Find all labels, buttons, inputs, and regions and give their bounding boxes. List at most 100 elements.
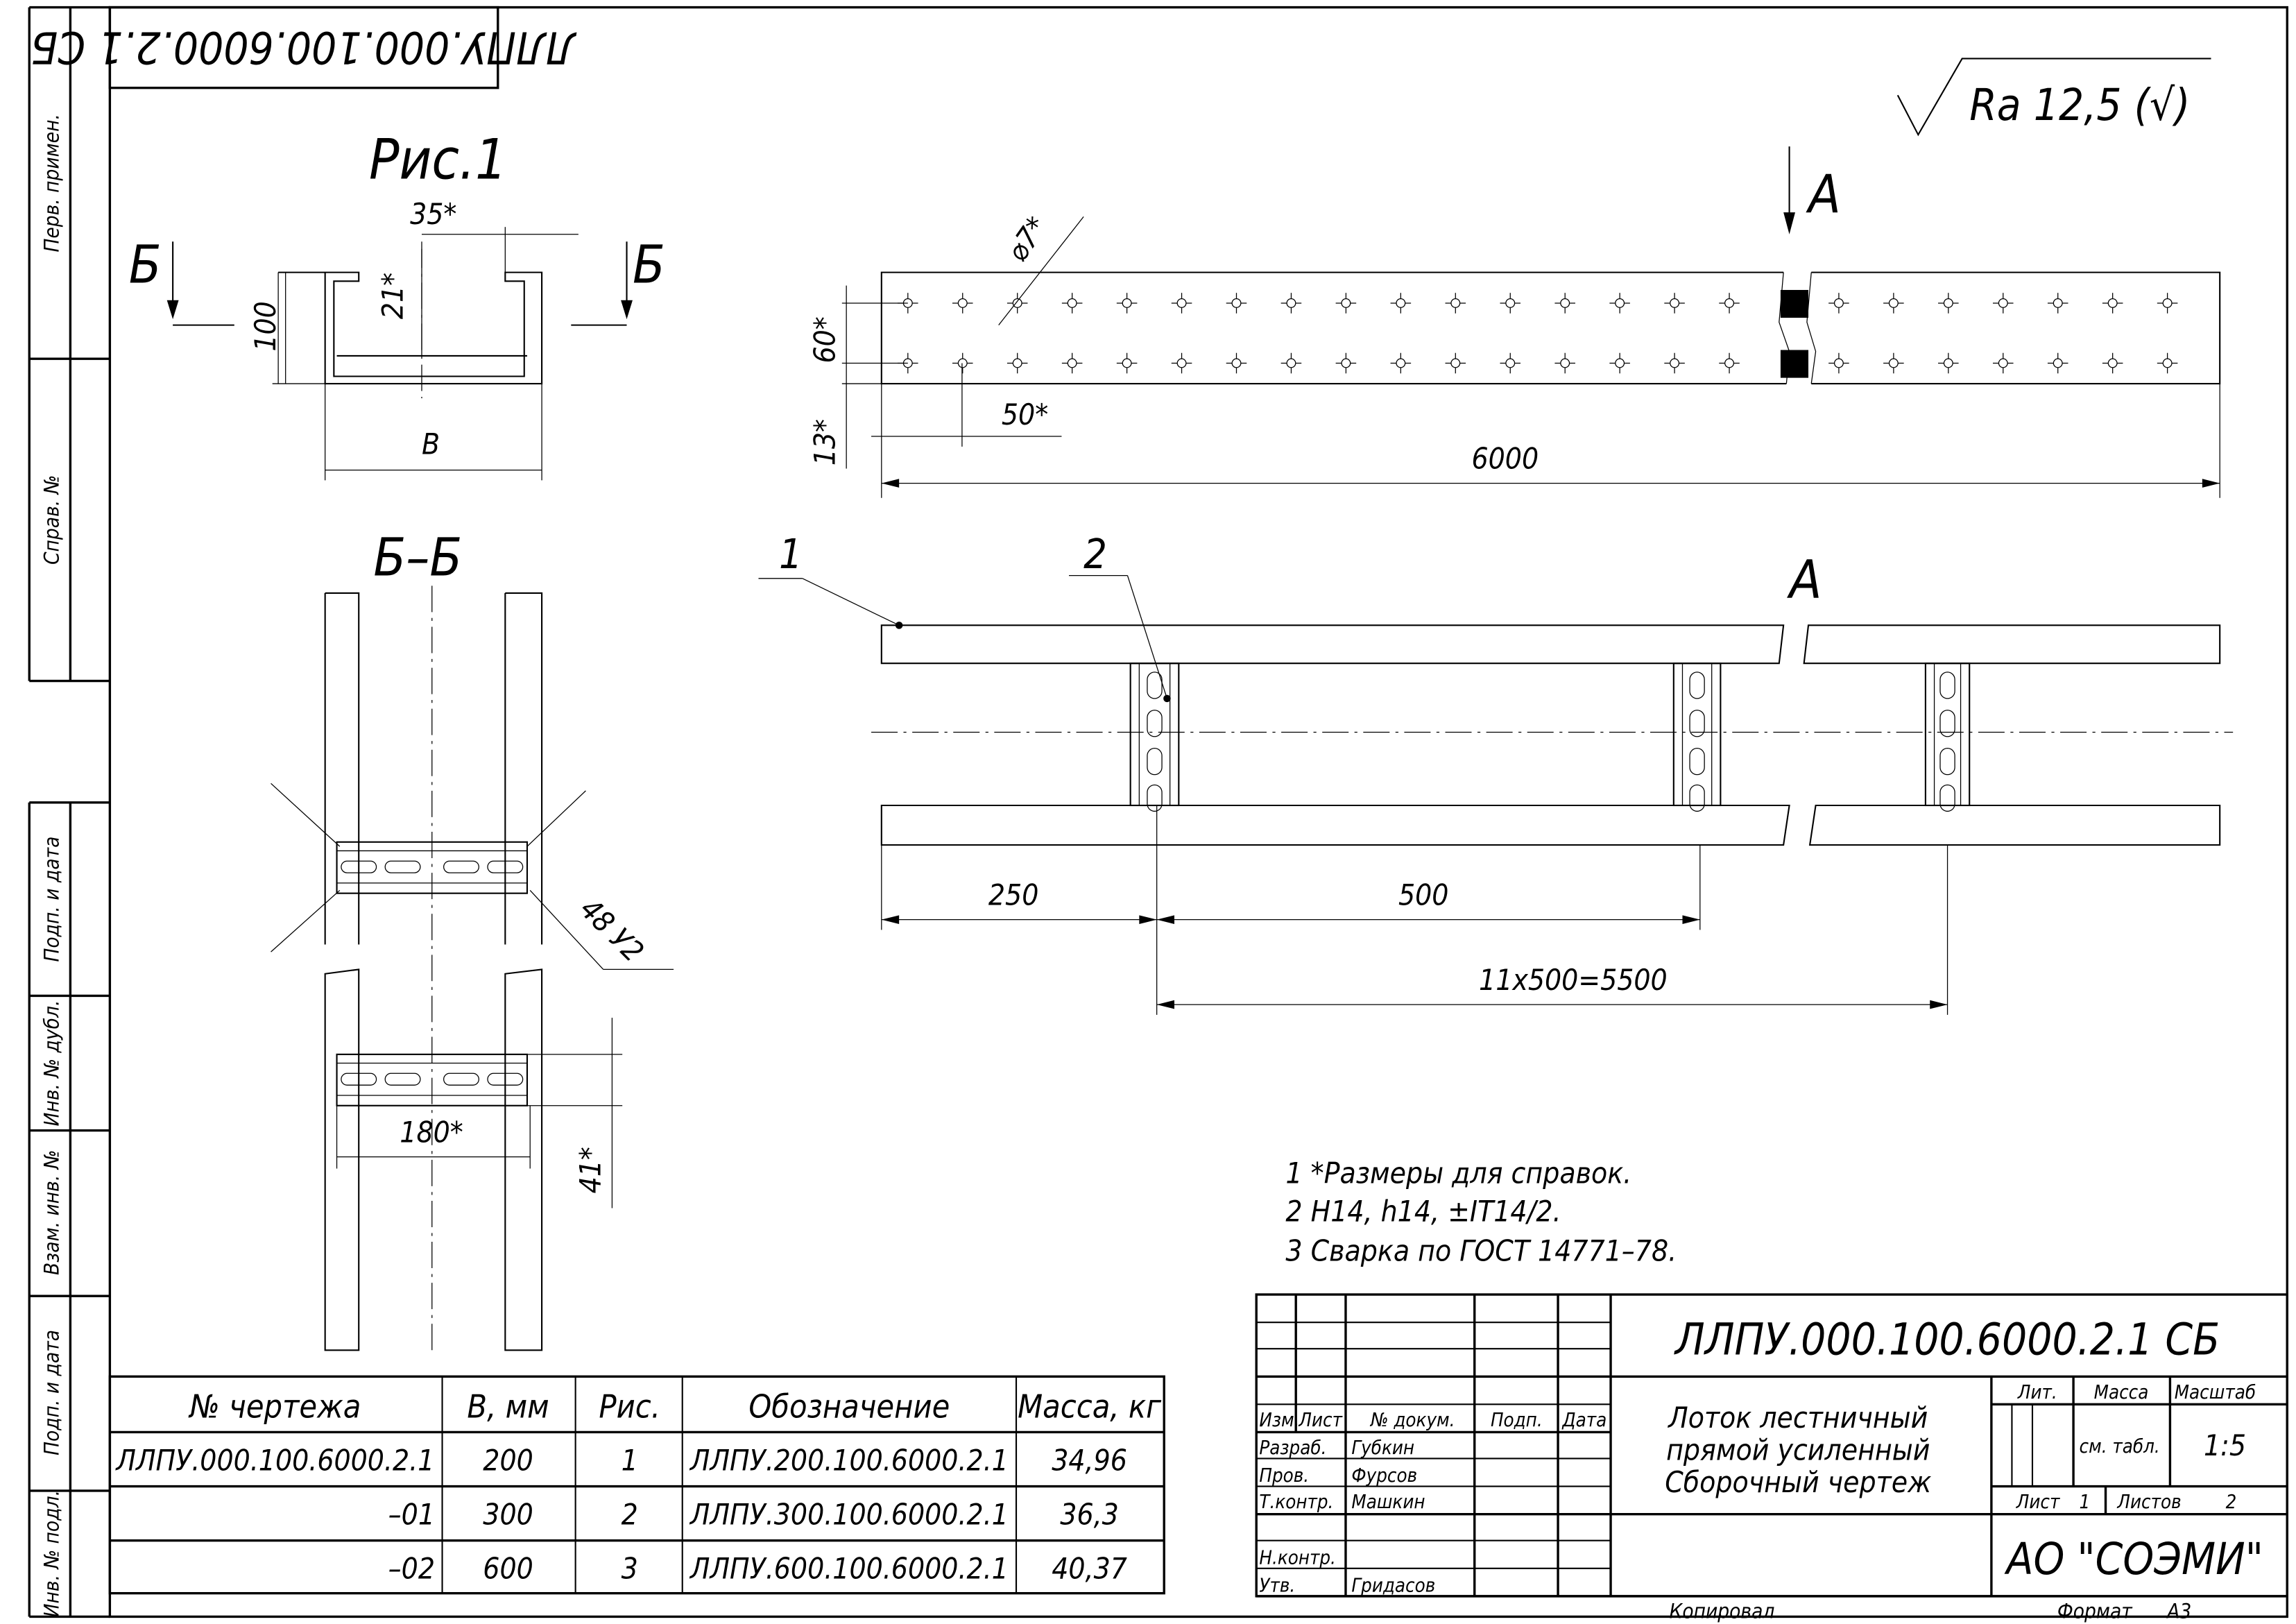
perforation-hole: [1231, 298, 1242, 308]
table-cell: 2: [622, 1497, 638, 1531]
table-cell: 600: [483, 1552, 533, 1586]
dim-5500: 11х500=5500: [1479, 963, 1668, 997]
perforation-hole: [2053, 298, 2063, 308]
perforation-hole: [957, 298, 968, 308]
perforation-hole: [1833, 358, 1844, 368]
rung-slot: [1689, 748, 1705, 776]
callout-1: 1: [779, 530, 803, 578]
dim-21: 21*: [376, 273, 410, 319]
perforation-hole: [1943, 358, 1953, 368]
drawing-frame: [28, 6, 2288, 1618]
perforation-hole: [1615, 298, 1625, 308]
rungs: [1129, 663, 1971, 812]
dim-100: 100: [248, 301, 282, 351]
table-cell: 3: [622, 1552, 638, 1586]
perforation-hole: [2162, 358, 2173, 368]
roughness-value: Ra 12,5 (√): [1969, 79, 2190, 130]
dim-250: 250: [988, 878, 1038, 912]
tb-sheet-value: 1: [2080, 1491, 2091, 1513]
technical-notes: 1 *Размеры для справок. 2 H14, h14, ±IT1…: [1285, 1156, 1677, 1268]
tb-name-line1: Лоток лестничный: [1667, 1401, 1928, 1435]
table-cell: 300: [483, 1497, 533, 1531]
perforation-hole: [1012, 358, 1022, 368]
perforation-hole: [1012, 298, 1022, 308]
perforation-hole: [1998, 358, 2008, 368]
rung-slot: [487, 1072, 524, 1086]
rung-slot: [384, 1072, 421, 1086]
perforation-hole: [1122, 358, 1132, 368]
table-cell: 1: [622, 1443, 638, 1477]
dim-500: 500: [1398, 878, 1448, 912]
rung: [1129, 663, 1180, 807]
label-inv-dubl: Инв. № дубл.: [40, 1000, 63, 1127]
rung: [1672, 663, 1722, 807]
rung-slot: [1689, 710, 1705, 737]
tb-name-utv: Гридасов: [1351, 1575, 1435, 1597]
perforation-hole: [1396, 298, 1406, 308]
perforation-hole: [1670, 358, 1680, 368]
label-podp-data-2: Подп. и дата: [40, 1330, 63, 1455]
section-mark-left: Б: [129, 233, 162, 295]
table-header-mass: Масса, кг: [1018, 1387, 1162, 1425]
weld-note: 48 У2: [574, 891, 651, 968]
perforation-hole: [1615, 358, 1625, 368]
tb-name-line3: Сборочный чертеж: [1665, 1465, 1931, 1499]
table-cell: 200: [483, 1443, 533, 1477]
table-cell: ЛЛПУ.200.100.6000.2.1: [689, 1443, 1009, 1477]
side-view-label: А: [1787, 548, 1822, 610]
tb-organization: АО "СОЭМИ": [2005, 1533, 2263, 1584]
section-bb: Б–Б 48 У2 180* 41*: [271, 527, 674, 1355]
perforation-hole: [1067, 298, 1077, 308]
dim-35: 35*: [410, 197, 456, 231]
perforation-hole: [1176, 298, 1187, 308]
dim-hole-dia: ⌀7*: [1000, 211, 1054, 268]
dim-b: B: [422, 427, 440, 461]
tb-sheets-value: 2: [2226, 1491, 2237, 1513]
perforation-hole: [1560, 298, 1570, 308]
rung-slots: [336, 850, 527, 1096]
dim-6000: 6000: [1472, 441, 1539, 475]
rung-slot: [487, 860, 524, 873]
tb-name-tkontr: Машкин: [1351, 1491, 1425, 1513]
tb-copied-label: Копировал: [1669, 1600, 1774, 1623]
perforation-hole: [1450, 298, 1461, 308]
perforation-hole: [1998, 298, 2008, 308]
tb-col-podp: Подп.: [1491, 1410, 1543, 1431]
rung-slot: [1689, 784, 1705, 812]
tb-role-utv: Утв.: [1259, 1575, 1295, 1597]
table-cell: 36,3: [1060, 1497, 1119, 1531]
perforation-hole: [1286, 298, 1296, 308]
tb-name-line2: прямой усиленный: [1666, 1433, 1930, 1467]
rung-slot: [1939, 710, 1955, 737]
tb-scale-value: 1:5: [2204, 1428, 2246, 1462]
rung-slot: [1939, 784, 1955, 812]
dim-60: 60*: [807, 316, 841, 363]
tb-col-list: Лист: [1298, 1410, 1342, 1431]
perforation-hole: [1833, 298, 1844, 308]
perforation-hole: [1341, 358, 1351, 368]
rung-slot: [1147, 784, 1163, 812]
roughness-symbol: Ra 12,5 (√): [1896, 58, 2211, 137]
table-cell: 40,37: [1052, 1552, 1127, 1586]
tb-sheet-label: Лист: [2016, 1491, 2060, 1513]
perforation-hole: [1286, 358, 1296, 368]
perforation-hole: [1560, 358, 1570, 368]
section-bb-title: Б–Б: [373, 527, 462, 588]
perforation-hole: [2107, 298, 2118, 308]
tb-role-tkontr: Т.контр.: [1259, 1491, 1333, 1513]
weld-mark: [1780, 289, 1809, 318]
perforation-hole: [1943, 298, 1953, 308]
label-sprav-no: Справ. №: [40, 475, 63, 565]
label-vzam-inv: Взам. инв. №: [40, 1150, 63, 1275]
section-mark-right: Б: [633, 233, 665, 295]
rung-slot: [443, 1072, 479, 1086]
rung-slot: [341, 1072, 377, 1086]
tb-col-izm: Изм.: [1259, 1410, 1299, 1431]
table-cell: ЛЛПУ.300.100.6000.2.1: [689, 1497, 1009, 1531]
table-cell: 34,96: [1052, 1443, 1127, 1477]
rung-slot: [1147, 748, 1163, 776]
perforation-hole: [1505, 358, 1516, 368]
label-inv-podl: Инв. № подл.: [40, 1490, 63, 1617]
perforation-hole: [2162, 298, 2173, 308]
tb-mass-value: см. табл.: [2080, 1436, 2160, 1458]
